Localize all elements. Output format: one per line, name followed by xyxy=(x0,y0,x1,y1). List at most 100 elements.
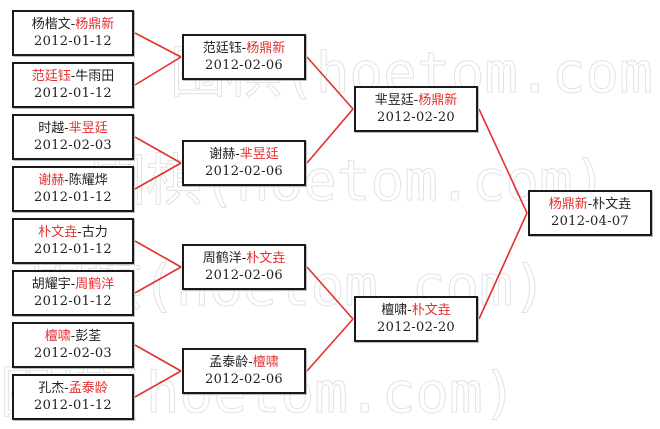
players-line: 芈昱廷-杨鼎新 xyxy=(375,92,457,109)
players-line: 檀啸-彭荃 xyxy=(45,328,101,345)
player-2-name: 芈昱廷 xyxy=(239,147,279,162)
players-line: 谢赫-芈昱廷 xyxy=(209,146,278,163)
player-1-name: 周鹤洋 xyxy=(202,251,242,266)
player-2-name: 檀啸 xyxy=(252,355,279,370)
player-1-name: 朴文垚 xyxy=(38,225,78,240)
connector-round1-1 xyxy=(134,32,182,58)
separator: - xyxy=(70,329,76,344)
connector-round2-4 xyxy=(306,318,354,372)
match-date: 2012-01-12 xyxy=(34,294,112,309)
players-line: 范廷钰-杨鼎新 xyxy=(203,40,285,57)
match-date: 2012-01-12 xyxy=(34,242,112,257)
players-line: 杨鼎新-朴文垚 xyxy=(549,196,631,213)
players-line: 谢赫-陈耀烨 xyxy=(38,172,107,189)
separator: - xyxy=(70,69,76,84)
separator: - xyxy=(587,197,593,212)
players-line: 时越-芈昱廷 xyxy=(38,120,107,137)
players-line: 胡耀宇-周鹤洋 xyxy=(32,276,114,293)
player-2-name: 杨鼎新 xyxy=(418,93,458,108)
player-1-name: 谢赫 xyxy=(209,147,236,162)
player-1-name: 杨楷文 xyxy=(31,17,71,32)
connector-round1-2 xyxy=(134,56,182,86)
connector-round1-3 xyxy=(134,136,182,164)
separator: - xyxy=(64,381,69,396)
players-line: 孟泰龄-檀啸 xyxy=(209,354,278,371)
separator: - xyxy=(241,251,247,266)
player-2-name: 陈耀烨 xyxy=(68,173,108,188)
player-2-name: 芈昱廷 xyxy=(68,121,108,136)
match-date: 2012-01-12 xyxy=(34,34,112,49)
match-date: 2012-01-12 xyxy=(34,398,112,413)
match-date: 2012-01-12 xyxy=(34,86,112,101)
connector-round2-3 xyxy=(306,266,354,320)
player-2-name: 朴文垚 xyxy=(246,251,286,266)
match-date: 2012-02-06 xyxy=(205,58,283,73)
match-date: 2012-01-12 xyxy=(34,190,112,205)
separator: - xyxy=(70,17,76,32)
player-2-name: 古力 xyxy=(81,225,108,240)
connector-round2-2 xyxy=(306,108,354,164)
players-line: 朴文垚-古力 xyxy=(38,224,107,241)
match-date: 2012-02-06 xyxy=(205,372,283,387)
connector-round1-6 xyxy=(134,266,182,294)
connector-round1-7 xyxy=(134,344,182,372)
player-1-name: 芈昱廷 xyxy=(374,93,414,108)
player-1-name: 檀啸 xyxy=(44,329,71,344)
player-1-name: 范廷钰 xyxy=(202,41,242,56)
players-line: 范廷钰-牛雨田 xyxy=(32,68,114,85)
match-date: 2012-02-20 xyxy=(377,320,455,335)
player-1-name: 范廷钰 xyxy=(31,69,71,84)
player-2-name: 周鹤洋 xyxy=(75,277,115,292)
match-date: 2012-04-07 xyxy=(551,214,629,229)
separator: - xyxy=(64,173,69,188)
player-2-name: 杨鼎新 xyxy=(75,17,115,32)
match-date: 2012-02-06 xyxy=(205,164,283,179)
player-1-name: 时越 xyxy=(38,121,65,136)
separator: - xyxy=(77,225,82,240)
player-1-name: 谢赫 xyxy=(38,173,65,188)
player-1-name: 孟泰龄 xyxy=(209,355,249,370)
match-date: 2012-02-20 xyxy=(377,110,455,125)
match-date: 2012-02-06 xyxy=(205,268,283,283)
player-2-name: 朴文垚 xyxy=(411,303,451,318)
match-date: 2012-02-03 xyxy=(34,346,112,361)
players-line: 檀啸-朴文垚 xyxy=(381,302,450,319)
player-2-name: 朴文垚 xyxy=(592,197,632,212)
connector-round2-1 xyxy=(306,56,354,110)
player-1-name: 孔杰 xyxy=(38,381,65,396)
separator: - xyxy=(407,303,412,318)
connector-round1-4 xyxy=(134,162,182,190)
connector-round1-8 xyxy=(134,370,182,398)
players-line: 杨楷文-杨鼎新 xyxy=(32,16,114,33)
player-2-name: 牛雨田 xyxy=(75,69,115,84)
separator: - xyxy=(241,41,247,56)
player-1-name: 檀啸 xyxy=(381,303,408,318)
separator: - xyxy=(235,147,240,162)
separator: - xyxy=(64,121,69,136)
player-1-name: 杨鼎新 xyxy=(548,197,588,212)
separator: - xyxy=(248,355,253,370)
separator: - xyxy=(413,93,419,108)
player-1-name: 胡耀宇 xyxy=(31,277,71,292)
players-line: 周鹤洋-朴文垚 xyxy=(203,250,285,267)
connector-round3-2 xyxy=(478,212,528,320)
player-2-name: 杨鼎新 xyxy=(246,41,286,56)
connector-round3-1 xyxy=(478,108,528,214)
player-2-name: 彭荃 xyxy=(75,329,102,344)
separator: - xyxy=(70,277,76,292)
